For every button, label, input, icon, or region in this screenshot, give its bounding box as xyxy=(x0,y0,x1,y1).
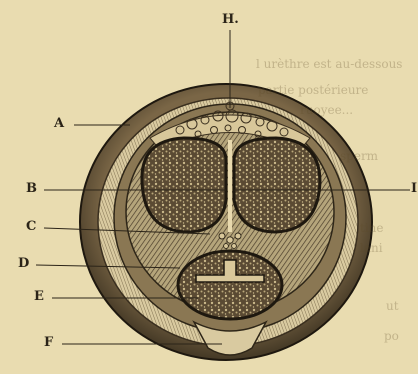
bleed-text-5: tine xyxy=(360,222,384,234)
label-H: H. xyxy=(222,13,239,26)
bleed-text-3: ruoyee... xyxy=(300,104,353,116)
bleed-text-8: po xyxy=(384,330,399,342)
label-F: F xyxy=(44,336,53,349)
corpus-cavernosum-left xyxy=(142,138,226,232)
bleed-text-6: lani xyxy=(360,242,383,254)
label-C: C xyxy=(26,220,36,233)
label-A: A xyxy=(54,117,64,130)
label-I: I xyxy=(411,182,417,195)
bleed-text-1: l urèthre est au-dessous xyxy=(256,58,402,70)
bleed-text-4: sperm xyxy=(340,150,378,162)
label-D: D xyxy=(18,257,29,270)
bleed-text-7: ut xyxy=(386,300,399,312)
label-E: E xyxy=(34,290,44,303)
label-B: B xyxy=(26,182,37,195)
bleed-text-2: partie postérieure xyxy=(258,84,368,96)
corpus-cavernosum-right xyxy=(234,138,320,232)
